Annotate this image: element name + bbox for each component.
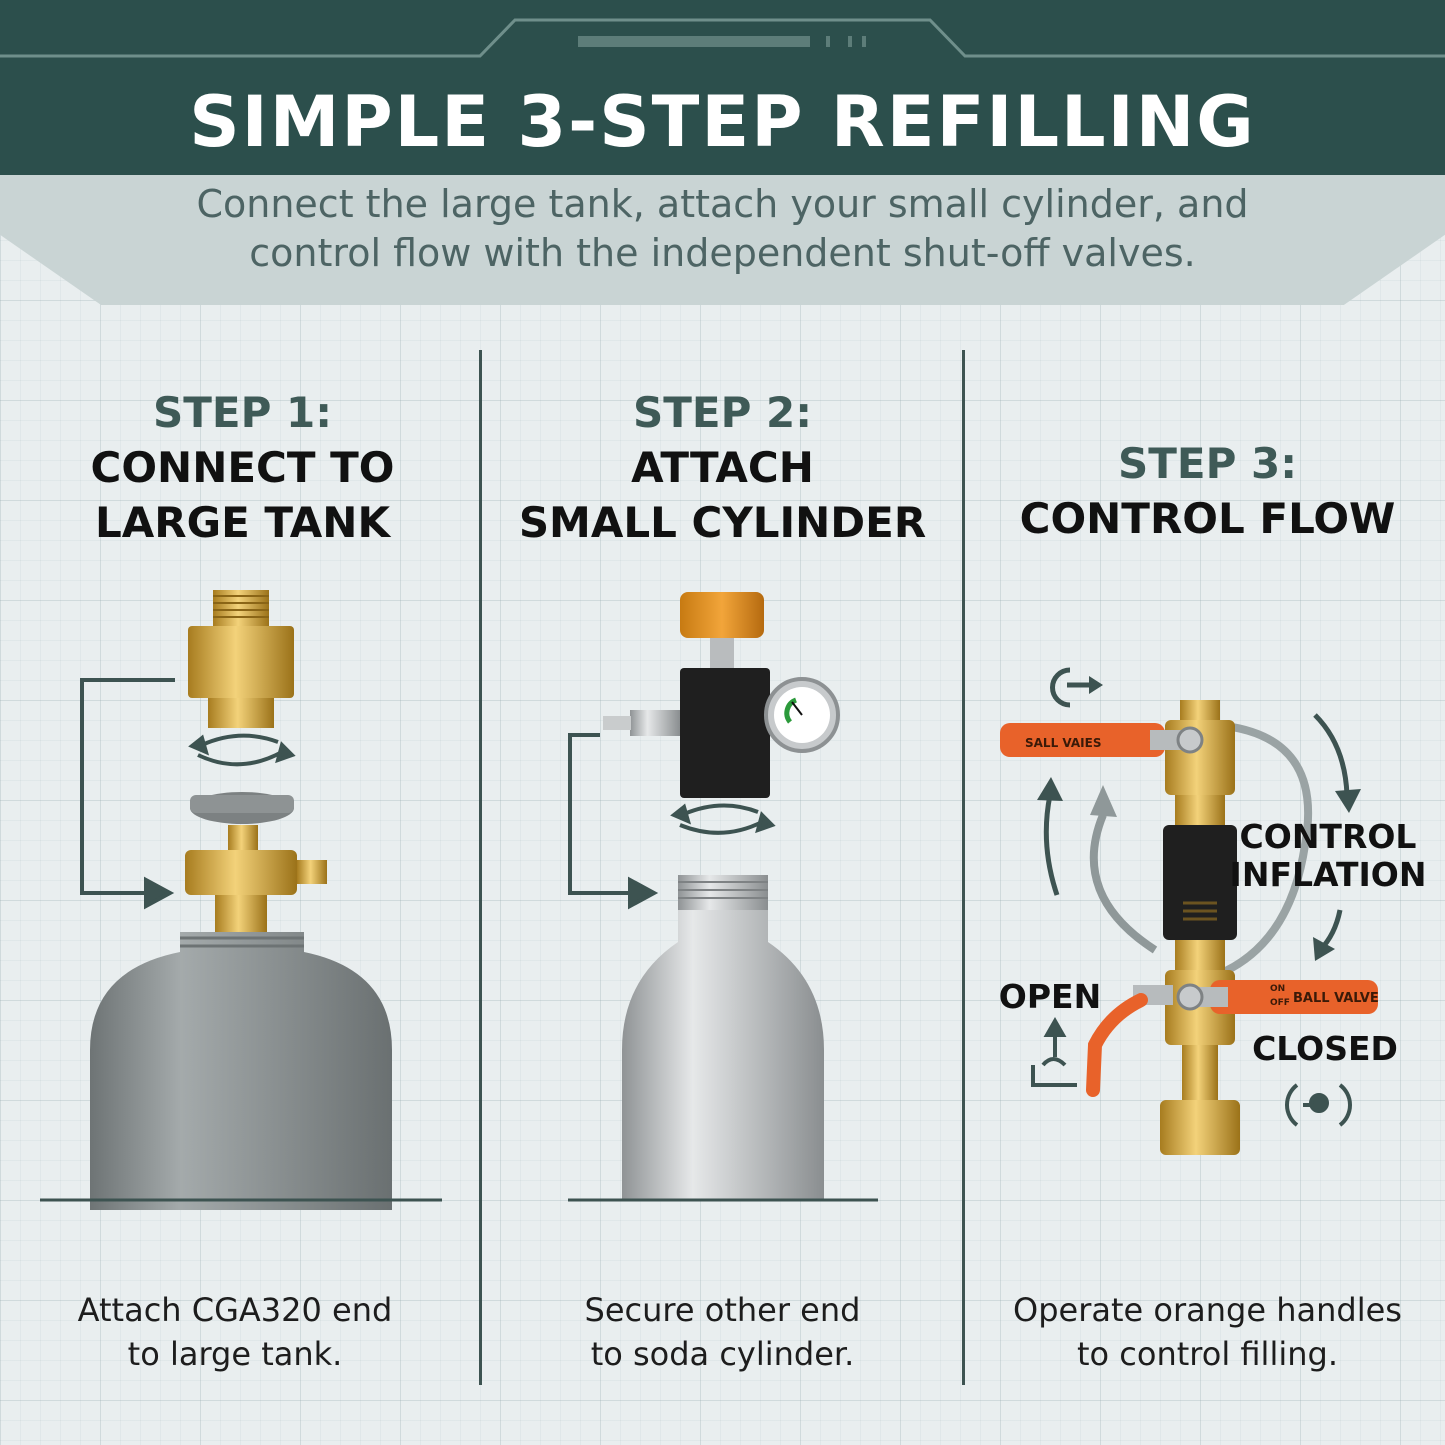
connector-arrow-icon [80,678,175,910]
control-inflation-line-1: CONTROL [1239,817,1417,856]
closed-label: CLOSED [1252,1029,1398,1068]
step-3-caption-line-2: to control filling. [1077,1335,1338,1373]
step-2-caption-line-1: Secure other end [584,1291,861,1329]
valve-off-text: OFF [1270,998,1290,1008]
top-ball-valve-handle: SALL VAIES [1000,723,1204,757]
control-inflation-label: CONTROL INFLATION [1228,818,1428,894]
rotate-arrows-icon [670,803,776,835]
column-divider [479,350,482,1385]
subtitle-line-2: control flow with the independent shut-o… [249,231,1196,275]
step-1-caption-line-2: to large tank. [127,1335,343,1373]
page-title: SIMPLE 3-STEP REFILLING [189,81,1256,163]
step-3-caption: Operate orange handles to control fillin… [980,1288,1435,1376]
column-divider [962,350,965,1385]
step-2-caption-line-2: to soda cylinder. [590,1335,855,1373]
flow-arrow-icon [1037,713,1361,961]
header-decoration [0,18,1445,58]
step-2-title-line-1: ATTACH [631,443,814,492]
step-1-title-line-1: CONNECT TO [90,443,395,492]
step-1-caption-line-1: Attach CGA320 end [77,1291,393,1329]
pressure-gauge [764,677,840,753]
control-inflation-line-2: INFLATION [1229,855,1427,894]
connector-arrow-icon [568,733,659,910]
closed-valve-icon [1285,1083,1352,1127]
step-3-title-line-1: CONTROL FLOW [1019,494,1396,543]
large-tank [90,932,392,1210]
tank-valve [185,792,327,935]
header-band [0,0,1445,175]
flow-loop [1089,721,1313,979]
subtitle-line-1: Connect the large tank, attach your smal… [196,182,1249,226]
rotate-arrows-icon [188,733,296,767]
step-2-heading: STEP 2: ATTACH SMALL CYLINDER [500,385,945,550]
step-1-label: STEP 1: [152,388,332,437]
valve-assembly [1160,700,1240,1155]
subtitle-band [0,175,1445,305]
step-3-label: STEP 3: [1117,439,1297,488]
open-label: OPEN [998,977,1102,1016]
step-2-caption: Secure other end to soda cylinder. [500,1288,945,1376]
step-1-heading: STEP 1: CONNECT TO LARGE TANK [40,385,445,550]
step-2-title-line-2: SMALL CYLINDER [518,498,927,547]
small-cylinder [622,875,824,1200]
valve-on-text: ON [1270,984,1285,994]
open-valve-icon [1031,1016,1077,1087]
step-2-illustration [568,592,878,1202]
step-1-illustration [40,590,442,1210]
adapter-knob [680,592,764,668]
page-subtitle: Connect the large tank, attach your smal… [100,180,1345,278]
adapter-body [603,668,770,798]
rotate-handle-icon [1050,667,1103,708]
step-3-illustration: SALL VAIES ON OFF BALL VALVE [1000,667,1379,1155]
step-2-label: STEP 2: [632,388,812,437]
step-3-heading: STEP 3: CONTROL FLOW [980,436,1435,546]
step-1-caption: Attach CGA320 end to large tank. [30,1288,440,1376]
bottom-ball-valve-handle: ON OFF BALL VALVE [1086,980,1379,1097]
bottom-valve-text: BALL VALVE [1293,991,1379,1006]
top-valve-text: SALL VAIES [1025,736,1101,750]
brass-adapter [188,590,294,728]
step-1-title-line-2: LARGE TANK [95,498,390,547]
step-3-caption-line-1: Operate orange handles [1013,1291,1402,1329]
